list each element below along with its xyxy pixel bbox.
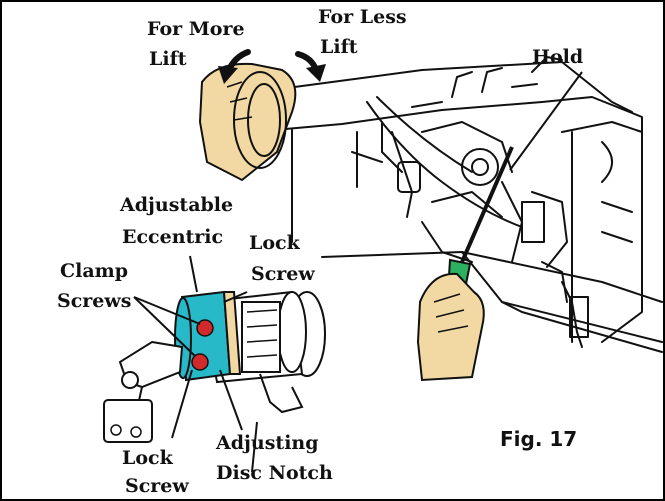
more-lift-arrowhead xyxy=(218,66,238,84)
leader-eccentric xyxy=(189,255,198,293)
label-disc-notch: Disc Notch xyxy=(216,462,333,484)
leader-lines xyxy=(133,71,583,439)
machine-head xyxy=(267,56,663,353)
leader-adjusting xyxy=(219,369,243,431)
label-screw-top: Screw xyxy=(251,263,315,285)
label-more-lift: Lift xyxy=(149,48,187,70)
label-adjusting: Adjusting xyxy=(216,432,319,454)
handwheel xyxy=(198,62,297,182)
label-eccentric: Eccentric xyxy=(122,226,224,248)
leader-lock-top xyxy=(223,291,248,303)
clamp-screw-bottom xyxy=(191,353,209,371)
rotation-arrows xyxy=(218,49,326,84)
label-hold: Hold xyxy=(532,46,584,68)
label-for-less: For Less xyxy=(318,6,407,28)
label-lock-bottom: Lock xyxy=(122,447,173,469)
screwdriver-assembly xyxy=(416,146,514,382)
less-lift-arrowhead xyxy=(306,64,326,82)
leader-hold xyxy=(509,71,583,171)
label-adjustable: Adjustable xyxy=(120,194,234,216)
label-screws: Screws xyxy=(57,290,132,312)
figure-label: Fig. 17 xyxy=(500,427,578,451)
adjusting-disc xyxy=(222,291,242,375)
leader-lock-bottom xyxy=(171,369,193,439)
label-less-lift: Lift xyxy=(320,36,358,58)
label-screw-bottom: Screw xyxy=(125,475,189,497)
label-clamp: Clamp xyxy=(60,260,129,282)
hand-holding xyxy=(416,272,485,382)
leader-clamp-2 xyxy=(133,296,196,357)
label-for-more: For More xyxy=(147,18,245,40)
leader-clamp-1 xyxy=(133,296,201,325)
clamp-screw-top xyxy=(196,319,214,337)
screwdriver-shaft xyxy=(460,146,514,263)
label-lock-top: Lock xyxy=(249,232,300,254)
